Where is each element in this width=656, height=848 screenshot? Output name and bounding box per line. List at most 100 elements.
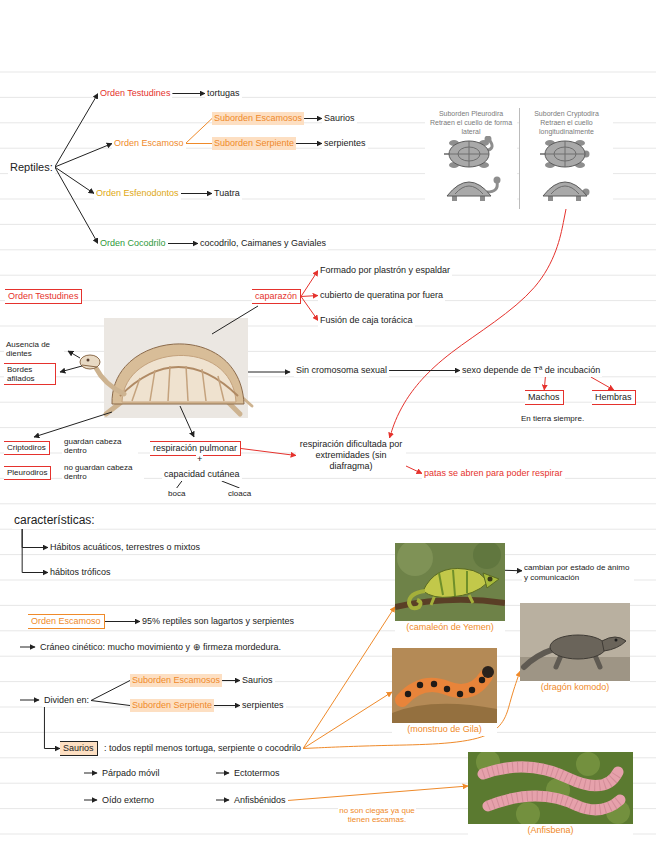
order-term: Orden Esfenodontos (94, 187, 181, 200)
turtle-sketch (487, 182, 497, 192)
connector-arrow (44, 707, 60, 749)
photo-figure: (camaleón de Yemen) (395, 543, 505, 634)
node-text: 95% reptiles son lagartos y serpientes (142, 616, 294, 627)
node-text: Orden Escamoso (31, 616, 101, 627)
photo-illustration (576, 752, 600, 776)
photo-illustration (417, 682, 423, 688)
concept-text: : todos reptil menos tortuga, serpiente … (102, 742, 303, 755)
photo-illustration (395, 543, 505, 621)
concept-text: Cráneo cinético: mucho movimiento y ⊕ fi… (38, 641, 283, 654)
node-text: Retraen el cuello longitudinalmente (522, 118, 611, 136)
order-term: Orden Escamoso (112, 137, 186, 150)
node-text: cloaca (228, 489, 251, 499)
bullet-arrow (216, 773, 229, 774)
ruled-line (0, 503, 656, 504)
connector-arrow (55, 167, 94, 194)
ruled-line (0, 72, 656, 73)
node-text: Reptiles: (10, 160, 53, 174)
connector-arrow (544, 377, 545, 390)
photo-illustration (457, 691, 463, 697)
photo-illustration (402, 676, 486, 700)
turtle-sketch (545, 141, 585, 167)
photo-illustration (520, 603, 630, 681)
ruled-line (0, 529, 656, 530)
concept-text: hábitos tróficos (48, 566, 113, 579)
node-text: boca (168, 489, 185, 499)
photo-illustration (483, 767, 618, 786)
bullet-arrow (84, 773, 97, 774)
turtle-skeleton (132, 378, 140, 401)
turtle-skeleton (150, 370, 155, 401)
turtle-sketch (449, 141, 489, 167)
node-text: hábitos tróficos (50, 567, 111, 578)
photo-caption: (camaleón de Yemen) (395, 621, 505, 634)
plus-sign: + (196, 454, 203, 465)
concept-text: Hábitos acuáticos, terrestres o mixtos (48, 541, 202, 554)
connector-arrow (303, 692, 392, 749)
concept-text: Saurios (322, 112, 357, 125)
turtle-skeleton (202, 369, 206, 401)
concept-text: serpientes (322, 137, 368, 150)
node-text: Orden Testudines (8, 291, 78, 302)
connector-arrow (390, 209, 567, 438)
boxed-term: caparazón (252, 289, 301, 304)
concept-text: patas se abren para poder respirar (422, 467, 565, 480)
connector-arrow (214, 705, 240, 706)
boxed-term: Orden Escamoso (28, 614, 105, 629)
ruled-lines (0, 72, 656, 834)
photo-illustration (409, 591, 425, 608)
photo-illustration (473, 543, 501, 569)
suborder-term: Suborden Serpiente (130, 699, 214, 712)
connector-arrow (222, 680, 240, 681)
connector-arrow (303, 607, 395, 749)
node-text: Pleurodiros (7, 468, 47, 478)
photo-illustration (488, 796, 620, 810)
turtle-skeleton (186, 366, 188, 401)
concept-text: cocodrilo, Caimanes y Gaviales (198, 237, 328, 250)
suborder-term: Suborden Escamosos (130, 674, 222, 687)
note-text: no son ciegas ya que tienen escamas. (338, 806, 416, 824)
suborder-term: Suborden Escamosos (212, 112, 304, 125)
turtle-sketch (522, 136, 614, 208)
node-text: Orden Escamoso (114, 138, 184, 149)
photo-illustration (395, 543, 505, 621)
photo-illustration (392, 648, 497, 723)
node-text: Párpado móvil (102, 768, 160, 779)
boxed-term: Criptodiros (4, 441, 50, 455)
turtle-sketch (540, 140, 590, 201)
boxed-term: Saurios (60, 741, 98, 756)
boxed-term: Hembras (592, 390, 636, 405)
turtle-skeleton (218, 376, 224, 401)
node-text: Ectotermos (234, 768, 280, 779)
connector-arrow (186, 143, 212, 144)
bullet-arrow (20, 647, 35, 648)
concept-text: Fusión de caja torácica (318, 314, 415, 327)
leader-line (60, 366, 82, 372)
turtle-skeleton (120, 367, 238, 396)
photo-illustration (431, 681, 437, 687)
node-text: cambian por estado de ánimo y comunicaci… (524, 563, 632, 583)
concept-text: Dividen en: (42, 694, 91, 707)
concept-text: Ausencia de dientes (4, 339, 64, 359)
photo-figure: (dragón komodo) (520, 603, 630, 694)
photo-illustration (483, 573, 499, 588)
turtle-skeleton (80, 318, 252, 418)
connector-arrow (181, 193, 212, 194)
node-text: Sin cromosoma sexual (296, 365, 387, 376)
node-text: Machos (528, 392, 560, 403)
node-text: no guardan cabeza dentro (64, 463, 142, 481)
photo-illustration (488, 796, 620, 810)
node-text: tortugas (207, 88, 240, 99)
concept-text: no guardan cabeza dentro (62, 462, 144, 482)
photo-illustration (392, 704, 497, 723)
turtle-skeleton (96, 368, 124, 394)
node-text: Hembras (595, 392, 632, 403)
turtle-sketch (455, 186, 483, 194)
note-text: En tierra siempre. (520, 414, 585, 424)
photo-illustration (483, 767, 618, 786)
boxed-term: Orden Testudines (5, 289, 82, 304)
concept-text: Oído externo (100, 794, 156, 807)
photo-illustration (482, 666, 494, 678)
node-text: Suborden Serpiente (214, 138, 294, 149)
turtle-skeleton (80, 355, 100, 369)
